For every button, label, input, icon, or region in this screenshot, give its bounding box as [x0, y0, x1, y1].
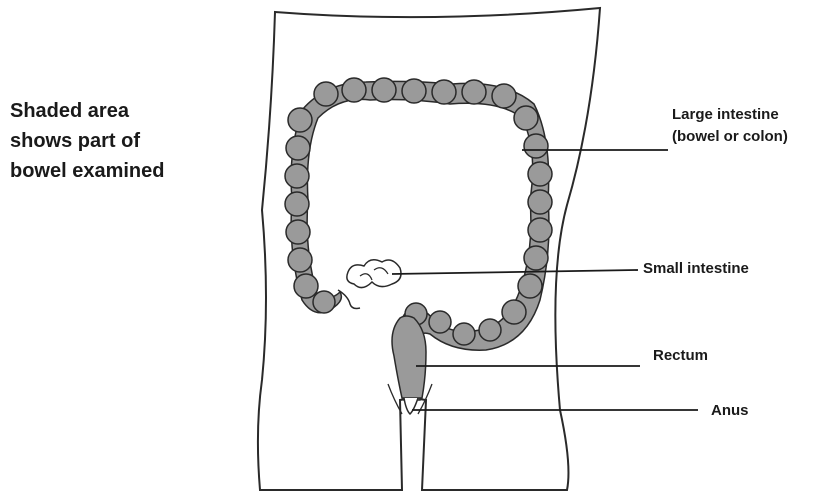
- haustra-bump: [285, 164, 309, 188]
- haustra-bump: [342, 78, 366, 102]
- haustra-bump: [518, 274, 542, 298]
- haustra-bump: [429, 311, 451, 333]
- haustra-bump: [294, 274, 318, 298]
- haustra-bump: [514, 106, 538, 130]
- haustra-bump: [528, 162, 552, 186]
- haustra-bump: [288, 108, 312, 132]
- haustra-bump: [462, 80, 486, 104]
- label-small-intestine: Small intestine: [643, 260, 749, 277]
- haustra-bump: [479, 319, 501, 341]
- haustra-bump: [528, 218, 552, 242]
- haustra-bump: [286, 220, 310, 244]
- label-rectum: Rectum: [653, 347, 708, 364]
- haustra-bump: [372, 78, 396, 102]
- label-large-intestine: Large intestine (bowel or colon): [672, 104, 788, 148]
- haustra-bump: [524, 134, 548, 158]
- haustra-bump: [313, 291, 335, 313]
- haustra-bump: [314, 82, 338, 106]
- haustra-bump: [528, 190, 552, 214]
- label-large-intestine-line2: (bowel or colon): [672, 126, 788, 148]
- haustra-bump: [285, 192, 309, 216]
- haustra-bump: [492, 84, 516, 108]
- haustra-bump: [286, 136, 310, 160]
- haustra-bump: [524, 246, 548, 270]
- haustra-bump: [502, 300, 526, 324]
- label-anus: Anus: [711, 402, 749, 419]
- haustra-bump: [453, 323, 475, 345]
- label-large-intestine-line1: Large intestine: [672, 104, 788, 126]
- anus: [404, 398, 418, 414]
- haustra-bump: [288, 248, 312, 272]
- haustra-bump: [402, 79, 426, 103]
- haustra-bump: [432, 80, 456, 104]
